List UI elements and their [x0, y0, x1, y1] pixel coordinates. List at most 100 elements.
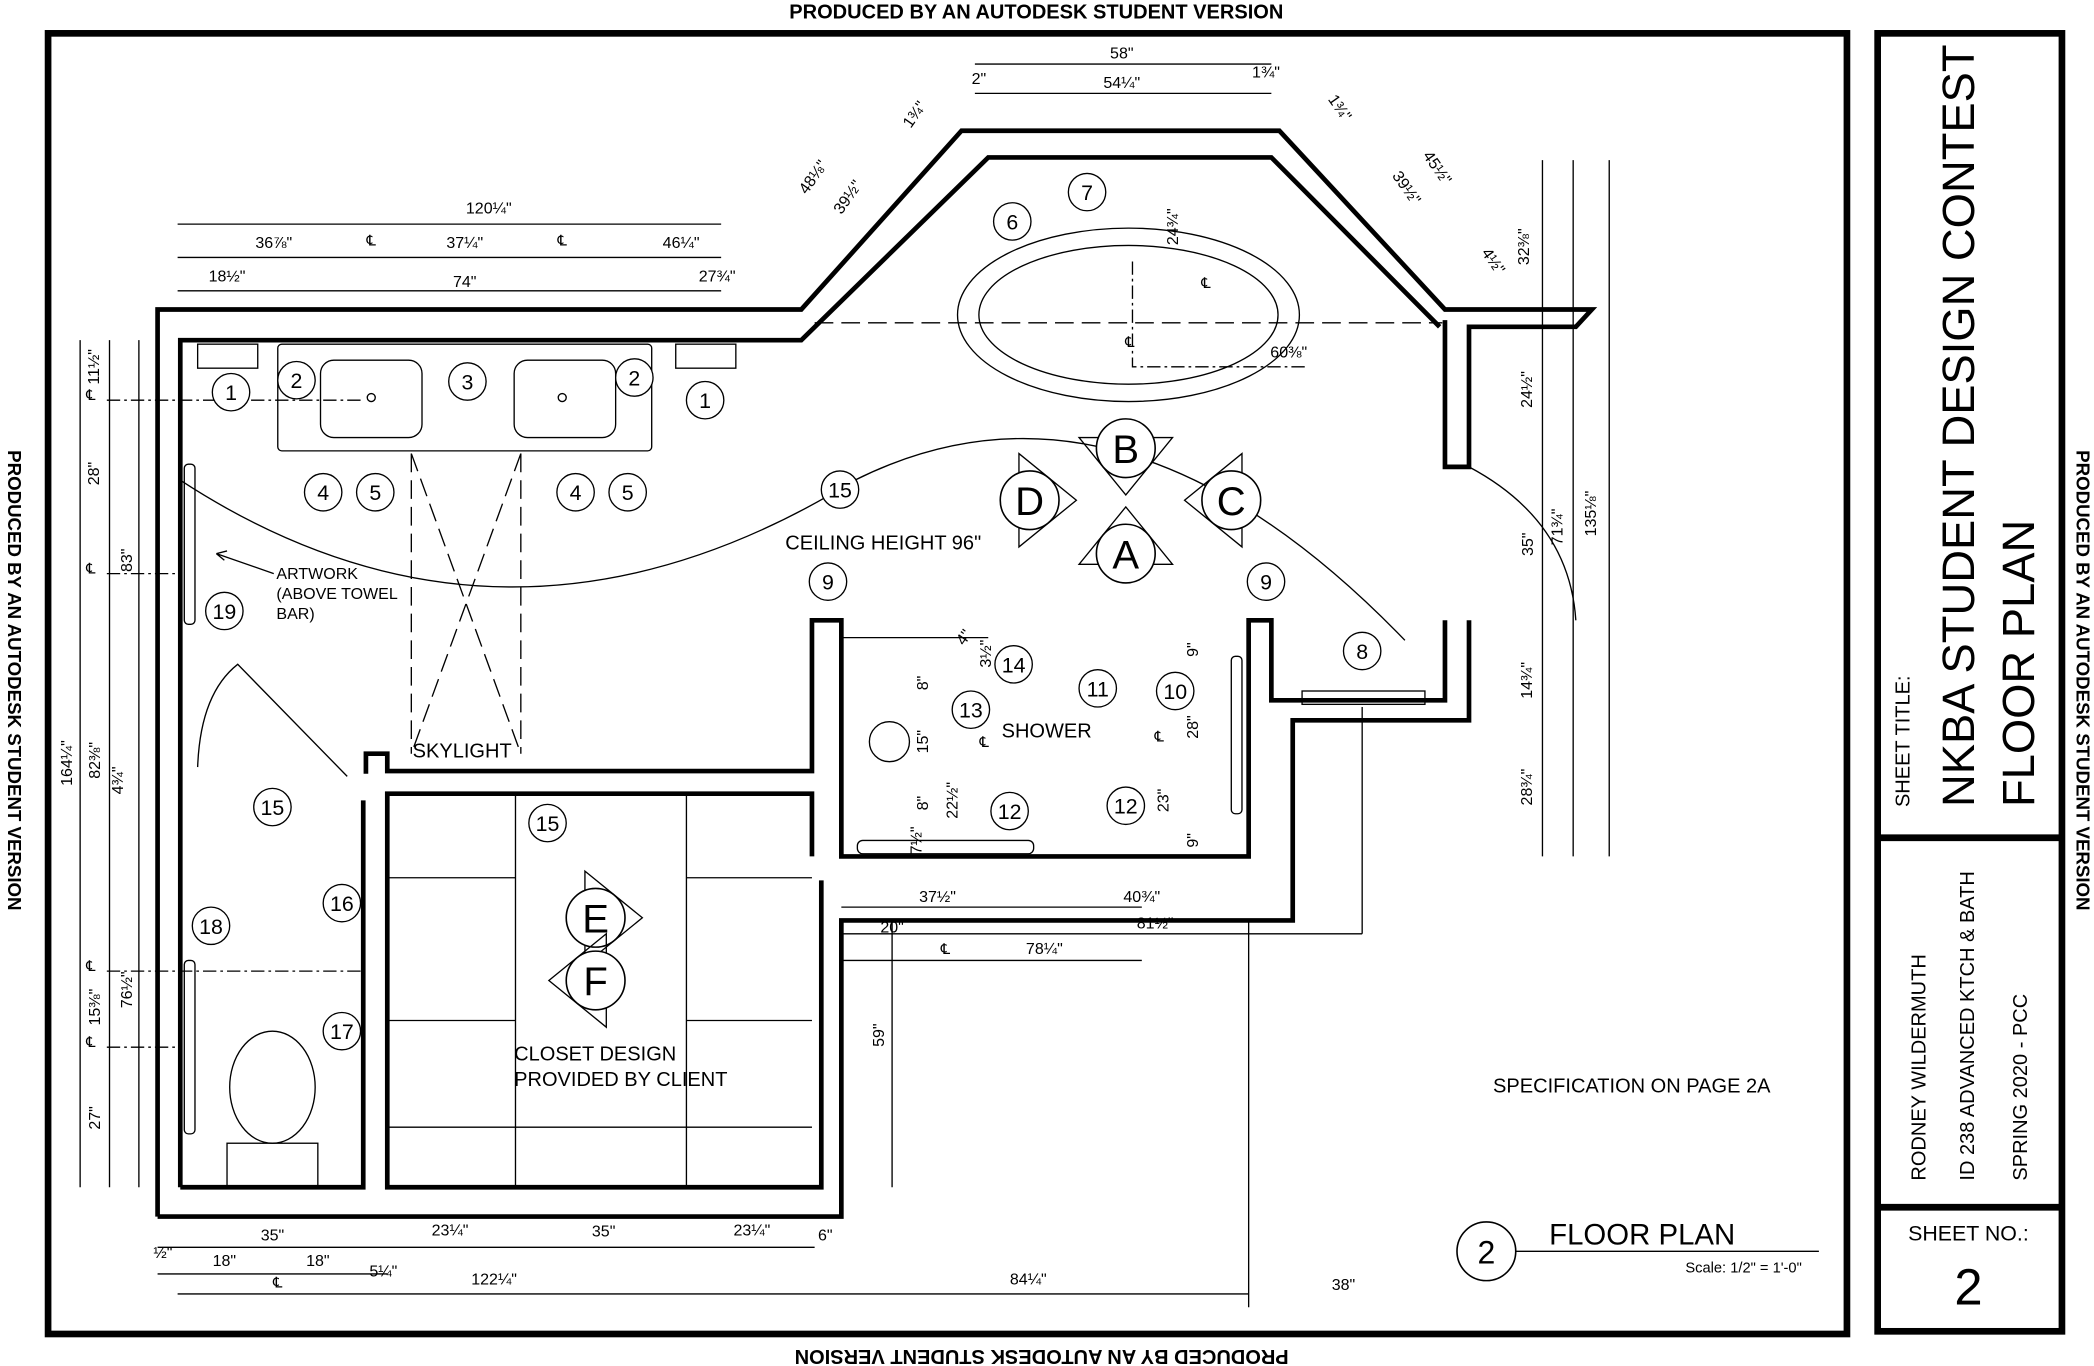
callout-number: 15 — [536, 812, 560, 836]
dimension-label: 1¾" — [1252, 64, 1280, 81]
dimension-label: 35" — [261, 1228, 284, 1245]
callout-bubble — [303, 472, 343, 512]
callout-14: 14 — [994, 644, 1033, 684]
dimension-label: 54¼" — [1103, 75, 1140, 92]
dimension-label: 3½" — [978, 640, 995, 668]
dimension-label: 27¾" — [699, 268, 736, 285]
callout-number: 4 — [570, 481, 582, 505]
callout-number: 1 — [699, 389, 711, 413]
callout-number: 18 — [199, 915, 223, 939]
dimension-label: 71¾" — [1549, 509, 1566, 546]
dimension-label: 46¼" — [663, 235, 700, 252]
centerline-mark: ℄ — [557, 233, 568, 249]
specification-note: SPECIFICATION ON PAGE 2A — [1493, 1076, 1771, 1098]
view-marker-E: E — [565, 869, 644, 966]
callout-bubble — [448, 362, 487, 401]
callout-4: 4 — [556, 472, 595, 512]
dimension-label: 18" — [213, 1253, 236, 1270]
sheet-no-label: SHEET NO.: — [1908, 1222, 2029, 1246]
callout-number: 13 — [959, 699, 983, 723]
callout-bubble — [322, 1011, 362, 1051]
dimension-label: 11½" — [86, 349, 103, 385]
dimension-label: 48⅛" — [796, 158, 831, 198]
callout-bubble — [528, 803, 567, 843]
sheet-title: NKBA STUDENT DESIGN CONTEST — [1933, 44, 1984, 807]
view-marker-letter: B — [1112, 428, 1139, 472]
view-marker-letter: A — [1112, 533, 1139, 577]
dimension-label: 18½" — [209, 268, 246, 285]
skylight-label: SKYLIGHT — [413, 741, 512, 763]
callout-number: 2 — [291, 369, 303, 393]
view-marker-B: B — [1077, 418, 1174, 496]
centerline-marks: ℄℄℄℄℄℄℄℄℄℄℄℄ — [85, 233, 1211, 1291]
view-marker-D: D — [999, 452, 1078, 549]
callout-15: 15 — [253, 787, 292, 827]
callout-2: 2 — [277, 360, 316, 400]
callout-bubble — [1246, 562, 1286, 601]
callout-8: 8 — [1342, 631, 1382, 671]
author-name: RODNEY WILDERMUTH — [1909, 954, 1931, 1180]
callout-4: 4 — [303, 472, 343, 512]
callout-17: 17 — [322, 1011, 362, 1051]
dimension-label: 20" — [880, 919, 903, 936]
callout-bubble — [1106, 786, 1146, 826]
dimension-label: 4" — [953, 627, 975, 649]
dimension-label: 84¼" — [1010, 1272, 1047, 1289]
callout-13: 13 — [951, 690, 991, 730]
callout-5: 5 — [608, 472, 648, 512]
dimension-lines — [79, 63, 1610, 1308]
dimension-label: 14¾" — [1519, 662, 1536, 699]
callout-1: 1 — [211, 372, 251, 412]
callout-bubble — [990, 791, 1029, 831]
term: SPRING 2020 - PCC — [2010, 994, 2032, 1181]
centerline-mark: ℄ — [1200, 276, 1211, 292]
callout-1: 1 — [685, 380, 725, 420]
dimension-label: 1¾" — [1324, 92, 1354, 125]
callout-bubble — [204, 591, 244, 631]
view-marker-A: A — [1077, 505, 1174, 584]
callout-bubble — [277, 360, 316, 400]
callout-bubble — [614, 358, 654, 397]
dimension-label: 4¾" — [110, 766, 127, 794]
centerline-mark: ℄ — [85, 562, 96, 578]
closet-note: CLOSET DESIGN — [514, 1044, 676, 1066]
callout-19: 19 — [204, 591, 244, 631]
dimension-label: 4½" — [1478, 245, 1508, 278]
dimension-label: 76½" — [119, 971, 136, 1008]
dimension-label: 22½" — [945, 782, 962, 819]
callout-number: 5 — [369, 481, 381, 505]
callout-9: 9 — [808, 562, 848, 601]
dimension-label: 38" — [1332, 1277, 1355, 1294]
callout-bubble — [1155, 671, 1195, 711]
dimension-label: 40¾" — [1123, 889, 1160, 906]
artwork-label: (ABOVE TOWEL — [276, 586, 397, 603]
ceiling-height-label: CEILING HEIGHT 96" — [785, 533, 981, 555]
watermark-top: PRODUCED BY AN AUTODESK STUDENT VERSION — [789, 2, 1283, 24]
callout-number: 17 — [330, 1020, 354, 1044]
callout-bubble — [355, 472, 395, 512]
callout-number: 9 — [1260, 571, 1272, 595]
dimension-label: 18" — [306, 1253, 329, 1270]
dimension-label: 81½" — [1137, 915, 1174, 932]
callout-bubble — [1342, 631, 1382, 671]
callout-3: 3 — [448, 362, 487, 401]
callout-11: 11 — [1078, 668, 1118, 708]
dimension-label: 27" — [87, 1106, 104, 1129]
callout-15: 15 — [528, 803, 567, 843]
view-marker-bubble — [565, 950, 626, 1011]
callout-18: 18 — [191, 906, 231, 946]
callout-2: 2 — [614, 358, 654, 397]
callout-16: 16 — [322, 883, 362, 923]
callout-number: 14 — [1002, 653, 1026, 677]
view-marker-letter: E — [582, 897, 609, 941]
callout-number: 11 — [1087, 677, 1109, 701]
dimension-labels: 120¼"36⅞"37¼"46¼"18½"74"27¾"58"54¼"2"1¾"… — [59, 46, 1600, 1294]
callout-bubble — [608, 472, 648, 512]
artwork-leader — [215, 550, 274, 575]
callout-number: 1 — [225, 381, 237, 405]
centerline-mark: ℄ — [979, 735, 990, 751]
callout-number: 9 — [822, 571, 834, 595]
callout-bubble — [808, 562, 848, 601]
